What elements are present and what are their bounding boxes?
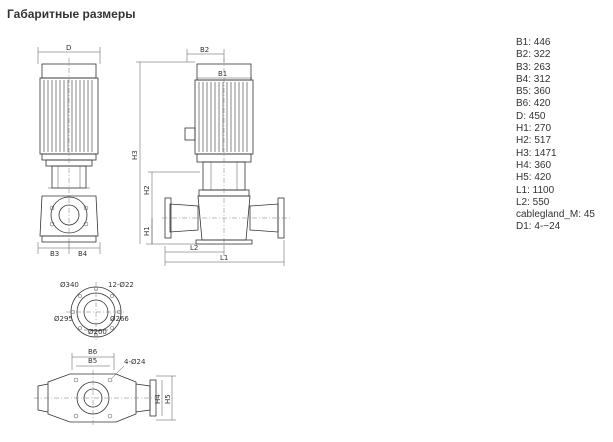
flange-label-d200: Ø200 (88, 328, 107, 336)
spec-b2: B2: 322 (516, 49, 551, 61)
front-view: D (37, 44, 101, 258)
flange-label-d266: Ø266 (110, 315, 129, 323)
dim-label-d: D (66, 44, 71, 52)
dim-label-b2: B2 (200, 46, 209, 54)
flange-label-holes: 12-Ø22 (108, 281, 134, 289)
spec-h5: H5: 420 (516, 172, 552, 184)
spec-b3: B3: 263 (516, 61, 551, 73)
dim-label-b5: B5 (88, 357, 97, 365)
dim-label-b6: B6 (88, 348, 98, 356)
spec-cablegland: cablegland_M: 45 (516, 209, 595, 221)
motor-fins (43, 80, 93, 152)
spec-h2: H2: 517 (516, 135, 552, 147)
spec-l2: L2: 550 (516, 196, 550, 208)
flange-label-d340: Ø340 (60, 281, 79, 289)
side-motor-fins (198, 82, 248, 152)
dim-label-l2: L2 (190, 244, 198, 252)
page-title: Габаритные размеры (7, 7, 136, 21)
dim-label-b3: B3 (50, 250, 59, 258)
spec-h1: H1: 270 (516, 123, 552, 135)
base-label-holes: 4-Ø24 (124, 358, 146, 366)
dim-label-h2: H2 (143, 185, 151, 195)
spec-h3: H3: 1471 (516, 147, 557, 159)
spec-list: B1: 446 B2: 322 B3: 263 B4: 312 B5: 360 … (516, 37, 613, 234)
dim-label-h1: H1 (143, 226, 151, 236)
side-view: B2 B1 (131, 46, 290, 266)
dim-label-h5: H5 (164, 394, 172, 404)
spec-b5: B5: 360 (516, 86, 551, 98)
spec-d: D: 450 (516, 110, 546, 122)
dim-label-h3: H3 (131, 150, 139, 160)
flange-view: Ø340 12-Ø22 Ø295 Ø266 Ø200 (54, 281, 134, 342)
base-view: B6 B5 4-Ø24 H4 H5 (34, 348, 176, 426)
flange-label-d295: Ø295 (54, 315, 73, 323)
dim-label-b1: B1 (218, 70, 227, 78)
spec-b4: B4: 312 (516, 73, 551, 85)
spec-h4: H4: 360 (516, 159, 552, 171)
spec-b6: B6: 420 (516, 98, 551, 110)
dim-label-b4: B4 (78, 250, 88, 258)
spec-l1: L1: 1100 (516, 184, 555, 196)
spec-b1: B1: 446 (516, 37, 551, 48)
dim-label-l1: L1 (220, 254, 228, 262)
dim-label-h4: H4 (154, 394, 162, 404)
spec-d1: D1: 4-−24 (516, 221, 561, 233)
